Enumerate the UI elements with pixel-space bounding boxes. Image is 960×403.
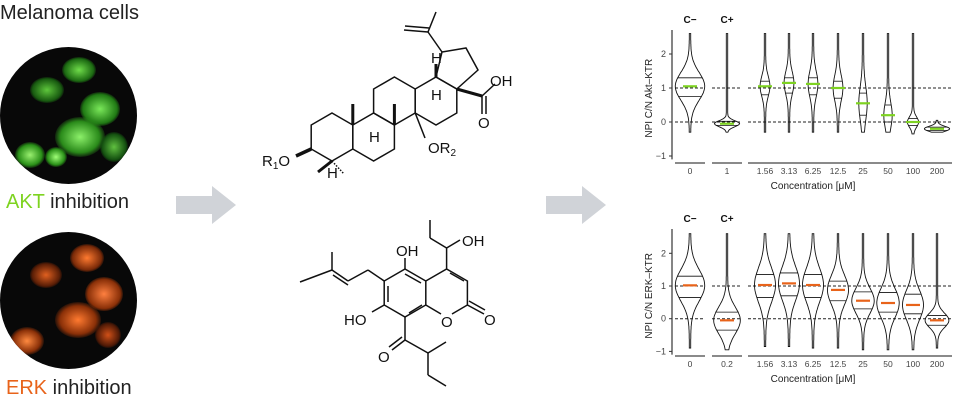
y-axis-label: NPI C/N ERK–KTR bbox=[644, 253, 655, 339]
violin-1 bbox=[713, 33, 741, 133]
x-tick-label: 50 bbox=[883, 166, 893, 176]
x-tick-label: 50 bbox=[883, 359, 893, 369]
erk-suffix: inhibition bbox=[47, 377, 132, 399]
erk-inhibition-label: ERK inhibition bbox=[6, 377, 132, 400]
x-tick-label: 6.25 bbox=[805, 359, 822, 369]
x-tick-label: 25 bbox=[858, 166, 868, 176]
violin-0.2 bbox=[713, 233, 741, 351]
violin-25 bbox=[851, 233, 875, 351]
x-tick-label: 1.56 bbox=[757, 166, 774, 176]
coumarin-structure: OH OH HO O O O bbox=[299, 220, 496, 387]
x-tick-label: 0.2 bbox=[721, 359, 733, 369]
h-label: H bbox=[431, 50, 442, 67]
violin-0 bbox=[674, 233, 706, 349]
ho-label: HO bbox=[344, 312, 367, 329]
control-group-label: C+ bbox=[720, 15, 733, 26]
violin-25 bbox=[858, 33, 868, 133]
control-group-label: C− bbox=[683, 214, 696, 225]
x-tick-label: 200 bbox=[930, 359, 944, 369]
violin-50 bbox=[883, 33, 893, 133]
x-tick-label: 12.5 bbox=[830, 166, 847, 176]
violin-50 bbox=[876, 233, 900, 351]
or2-label: OR2 bbox=[428, 140, 457, 159]
h-label: H bbox=[431, 87, 442, 104]
x-axis-label: Concentration [μM] bbox=[771, 374, 856, 385]
carbonyl-o-label: O bbox=[478, 115, 490, 132]
y-axis-label: NPI C/N Akt–KTR bbox=[644, 59, 655, 138]
ring-o-label: O bbox=[441, 314, 453, 331]
akt-suffix: inhibition bbox=[44, 191, 130, 213]
x-tick-label: 0 bbox=[688, 166, 693, 176]
x-tick-label: 0 bbox=[688, 359, 693, 369]
oh-label: OH bbox=[462, 233, 485, 250]
title-melanoma-cells: Melanoma cells bbox=[0, 2, 139, 24]
control-group-label: C− bbox=[683, 15, 696, 26]
akt-marker: AKT bbox=[6, 191, 45, 213]
violin-12.5 bbox=[832, 33, 844, 133]
violin-6.25 bbox=[807, 33, 819, 133]
violin-200 bbox=[923, 119, 951, 133]
violin-100 bbox=[906, 33, 920, 135]
keto-o-label: O bbox=[484, 312, 496, 329]
x-tick-label: 25 bbox=[858, 359, 868, 369]
y-tick-label: 2 bbox=[661, 248, 666, 258]
erk-marker: ERK bbox=[6, 377, 48, 399]
arrow-right-icon bbox=[546, 186, 606, 224]
cooh-oh-label: OH bbox=[490, 73, 513, 90]
violin-100 bbox=[902, 233, 924, 351]
y-tick-label: 1 bbox=[661, 83, 666, 93]
x-tick-label: 3.13 bbox=[781, 359, 798, 369]
x-tick-label: 3.13 bbox=[781, 166, 798, 176]
x-tick-label: 1 bbox=[725, 166, 730, 176]
y-tick-label: 0 bbox=[661, 117, 666, 127]
violin-12.5 bbox=[827, 233, 849, 349]
x-tick-label: 6.25 bbox=[805, 166, 822, 176]
control-group-label: C+ bbox=[720, 214, 733, 225]
x-tick-label: 100 bbox=[906, 166, 920, 176]
x-tick-label: 100 bbox=[906, 359, 920, 369]
violin-0 bbox=[674, 33, 706, 133]
x-axis-label: Concentration [μM] bbox=[771, 181, 856, 192]
violin-1.56 bbox=[759, 33, 771, 133]
akt-inhibition-label: AKT inhibition bbox=[6, 191, 129, 214]
y-tick-label: 0 bbox=[661, 314, 666, 324]
oh-label: OH bbox=[396, 243, 419, 260]
violin-200 bbox=[924, 233, 950, 349]
violin-1.56 bbox=[754, 233, 776, 347]
r1o-label: R1O bbox=[262, 153, 290, 172]
arrow-right-icon bbox=[176, 186, 236, 224]
y-tick-label: −1 bbox=[656, 151, 666, 161]
akt-cell-image bbox=[0, 47, 137, 184]
y-tick-label: −1 bbox=[656, 346, 666, 356]
h-label: H bbox=[327, 165, 338, 182]
violin-3.13 bbox=[783, 33, 795, 133]
x-tick-label: 1.56 bbox=[757, 359, 774, 369]
violin-6.25 bbox=[802, 233, 824, 349]
violin-3.13 bbox=[778, 233, 800, 347]
erk-cell-image bbox=[0, 232, 137, 369]
x-tick-label: 12.5 bbox=[830, 359, 847, 369]
x-tick-label: 200 bbox=[930, 166, 944, 176]
triterpene-structure: OH O R1O OR2 H H H H bbox=[262, 11, 513, 182]
h-label: H bbox=[369, 129, 380, 146]
y-tick-label: 2 bbox=[661, 49, 666, 59]
y-tick-label: 1 bbox=[661, 281, 666, 291]
acyl-o-label: O bbox=[378, 349, 390, 366]
